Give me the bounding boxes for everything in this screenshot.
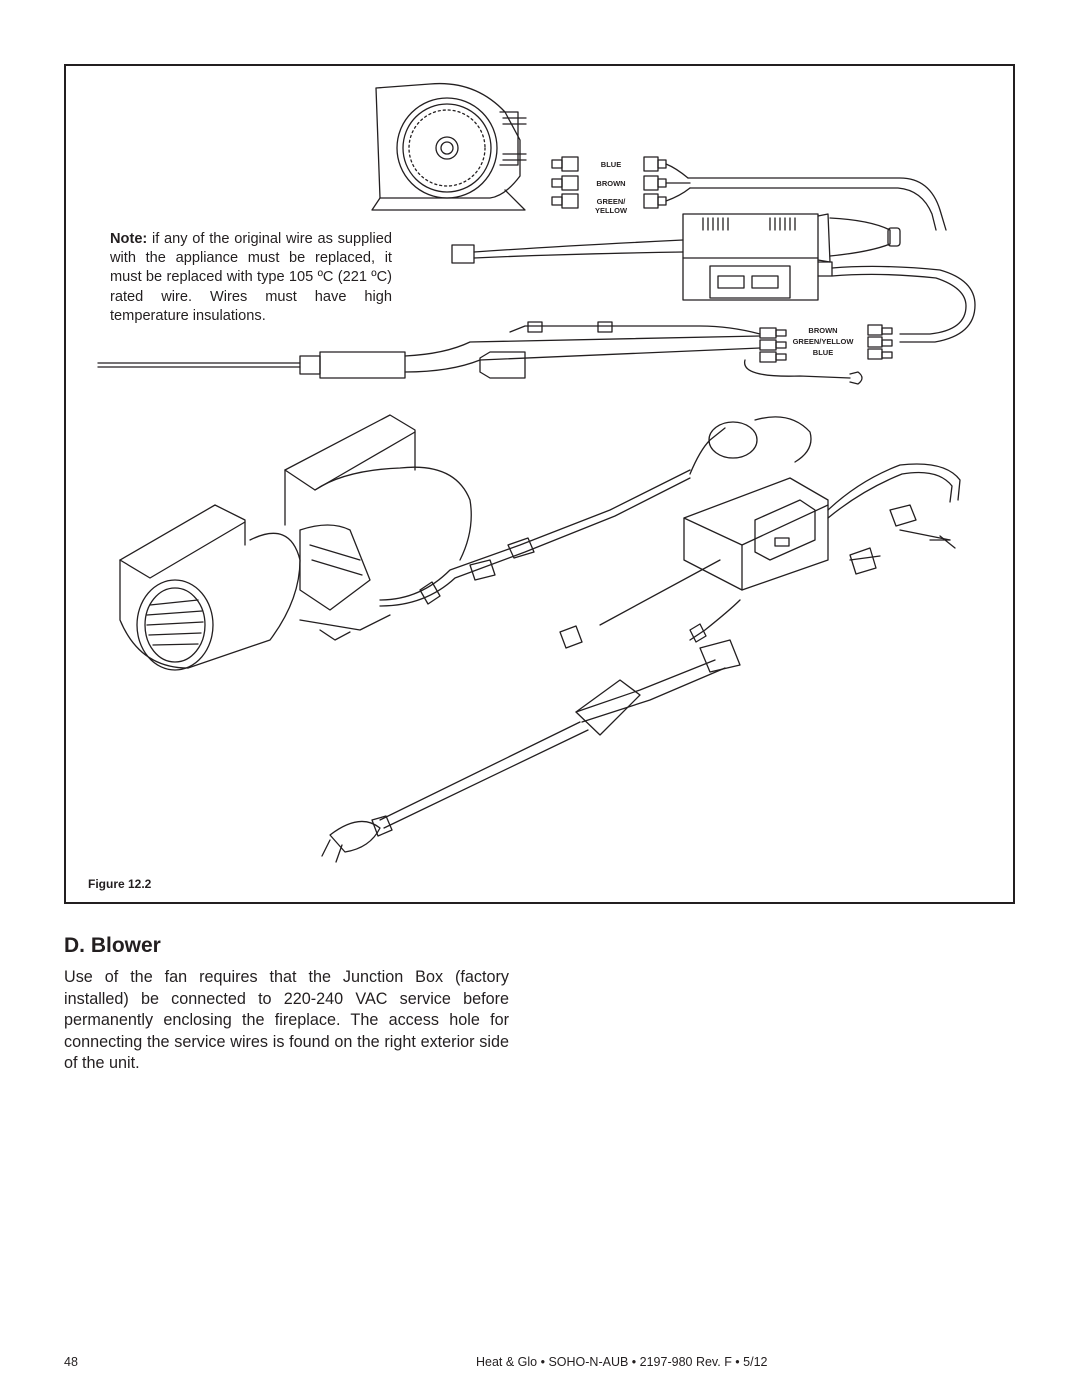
junction-box-terminals: [759, 324, 893, 363]
wire-label-blue-right: BLUE: [813, 348, 833, 357]
wire-label-brown-right: BROWN: [808, 326, 837, 335]
blower-isometric: [119, 414, 472, 671]
note-body: if any of the original wire as supplied …: [110, 231, 392, 324]
section-body: Use of the fan requires that the Junctio…: [64, 968, 509, 1073]
wire-label-green-top: GREEN/: [597, 197, 627, 206]
figure-frame: [64, 64, 1015, 904]
wire-label-green-yellow-right: GREEN/YELLOW: [793, 337, 855, 346]
wire-note: Note: if any of the original wire as sup…: [110, 230, 392, 326]
wire-label-brown-top: BROWN: [596, 179, 625, 188]
wiring-diagram: BLUE BROWN GREEN/ YELLOW BROWN GREEN/YEL…: [97, 82, 976, 863]
document-reference: Heat & Glo • SOHO-N-AUB • 2197-980 Rev. …: [476, 1355, 768, 1369]
junction-box-bottom: [683, 477, 829, 591]
motor-terminals: [551, 156, 691, 209]
page-number: 48: [64, 1355, 78, 1369]
blower-motor-side-view: [371, 82, 527, 211]
wire-label-blue-top: BLUE: [601, 160, 621, 169]
figure-caption: Figure 12.2: [88, 877, 152, 891]
section-heading: D. Blower: [64, 934, 161, 957]
note-lead: Note:: [110, 231, 148, 247]
wire-label-yellow-top: YELLOW: [595, 206, 628, 215]
junction-box-top: [682, 213, 833, 301]
